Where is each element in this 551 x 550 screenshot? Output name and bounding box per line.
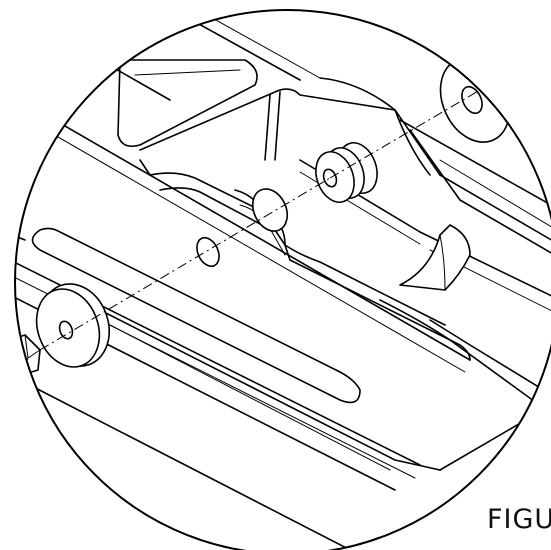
upper-slot [117,59,258,148]
assembly-axis [39,89,481,351]
retaining-clip [399,224,471,291]
long-slot [31,227,361,404]
spacer [251,188,289,232]
detail-circle [14,9,551,550]
rail-hole-left [196,236,220,268]
upper-rail [19,10,551,373]
lower-rail [15,229,551,550]
washer-left [35,283,110,368]
figure-label: FIGU [487,504,551,535]
pulley-wheel [315,142,378,203]
